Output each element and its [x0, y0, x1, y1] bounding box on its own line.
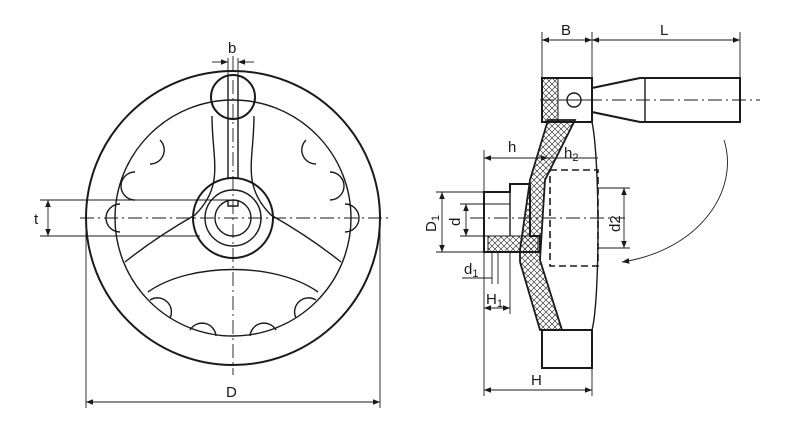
label-D1: D1 — [423, 215, 442, 232]
rim-section — [541, 329, 593, 369]
label-b: b — [228, 40, 236, 57]
label-H1: H1 — [486, 291, 503, 310]
label-D: D — [226, 384, 237, 401]
label-h2: h2 — [564, 145, 578, 164]
label-t: t — [34, 211, 39, 228]
rim-hidden-outline — [549, 169, 599, 267]
label-h: h — [508, 139, 516, 156]
front-view: b t D — [34, 40, 390, 408]
label-L: L — [660, 22, 668, 39]
label-d: d — [447, 218, 464, 226]
spoke-outline — [124, 115, 342, 293]
label-H: H — [531, 372, 542, 389]
side-view: B L h h2 D1 d d2 — [423, 22, 760, 396]
label-B: B — [561, 22, 571, 39]
rotation-arrow — [621, 139, 728, 264]
rim-scallops — [105, 139, 360, 337]
label-d2: d2 — [607, 215, 624, 232]
label-d1: d1 — [464, 261, 478, 280]
